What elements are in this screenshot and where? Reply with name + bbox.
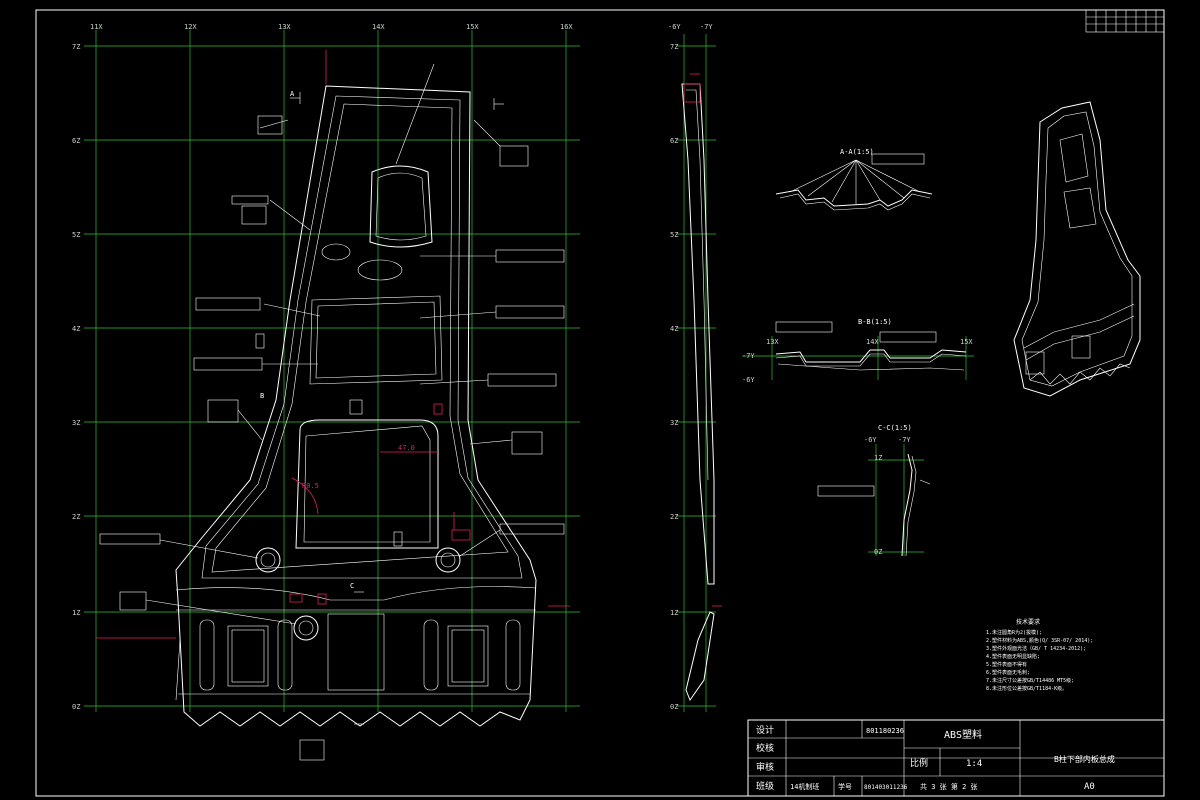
axis-label-z: 0Z	[72, 703, 80, 711]
section-b-title: B-B(1:5)	[858, 318, 892, 326]
axis-label-z: 3Z	[72, 419, 80, 427]
tech-note-line: 2.塑件材料为ABS,颜色(Q/ 3SR-07/ 2014);	[986, 637, 1093, 644]
isometric-view	[1013, 101, 1141, 397]
revision-table	[1085, 9, 1165, 33]
axis-label-z: 1Z	[670, 609, 678, 617]
axis-label-z: 4Z	[72, 325, 80, 333]
red-dimensions-view1: 47.0 R0.5	[96, 50, 570, 639]
axis-label-z: 6Z	[72, 137, 80, 145]
sec-b-13x: 13X	[766, 338, 779, 346]
axis-label-z: 2Z	[72, 513, 80, 521]
axis-label-x: 11X	[90, 23, 103, 31]
axis-label-x: 15X	[466, 23, 479, 31]
material: ABS塑料	[944, 728, 982, 741]
axis-label-z: 7Z	[72, 43, 80, 51]
sec-b-6y: -6Y	[742, 376, 755, 384]
sec-b-15x: 15X	[960, 338, 973, 346]
view2-grid	[676, 34, 716, 712]
class-value: 14机制班	[790, 782, 819, 791]
view1-z-axis-labels: 7Z 6Z 5Z 4Z 3Z 2Z 1Z 0Z	[72, 43, 80, 711]
title-block: 设计 801180236 校核 审核 班级 14机制班 学号 801403011…	[747, 719, 1165, 797]
view2-axis-top: -6Y	[668, 23, 681, 31]
tech-note-line: 4.塑件表面无明显缺陷;	[986, 653, 1040, 660]
axis-label-z: 3Z	[670, 419, 678, 427]
axis-label-z: 6Z	[670, 137, 678, 145]
section-a-title: A-A(1:5)	[840, 148, 874, 156]
tech-note-line: 8.未注形位公差按GB/T1184-K级。	[986, 685, 1067, 692]
view2-axis-top: -7Y	[700, 23, 713, 31]
review-label: 审核	[756, 761, 774, 773]
sec-c-7y: -7Y	[898, 436, 911, 444]
dimension-47: 47.0	[398, 444, 415, 452]
sec-c-1z: 1Z	[874, 454, 882, 462]
tech-note-line: 6.塑件表面无毛刺;	[986, 669, 1030, 676]
sec-c-6y: -6Y	[864, 436, 877, 444]
scale-value: 1:4	[966, 759, 982, 769]
axis-label-z: 7Z	[670, 43, 678, 51]
dimension-radius: R0.5	[302, 482, 319, 490]
tech-note-line: 5.塑件表面不得有	[986, 661, 1027, 668]
class-label: 班级	[756, 780, 774, 792]
sec-c-0z: 0Z	[874, 548, 882, 556]
view-a-label: A	[290, 90, 295, 98]
section-a-a: A-A(1:5)	[775, 148, 933, 211]
axis-label-z: 1Z	[72, 609, 80, 617]
part-name: B柱下部内板总成	[1054, 754, 1115, 764]
gdt-callouts-view1	[99, 63, 565, 761]
axis-label-z: 2Z	[670, 513, 678, 521]
technical-notes: 技术要求 1.未注圆角R为2(拔模); 2.塑件材料为ABS,颜色(Q/ 3SR…	[986, 618, 1093, 692]
sec-b-14x: 14X	[866, 338, 879, 346]
student-no-label: 学号	[838, 782, 852, 791]
axis-label-x: 13X	[278, 23, 291, 31]
axis-label-x: 16X	[560, 23, 573, 31]
view-b-label: B	[260, 392, 264, 400]
section-c-title: C-C(1:5)	[878, 424, 912, 432]
check-label: 校核	[756, 742, 774, 754]
view2-z-axis-labels: 7Z 6Z 5Z 4Z 3Z 2Z 1Z 0Z	[670, 43, 678, 711]
scale-label: 比例	[910, 757, 928, 769]
student-no: 801403011236	[864, 784, 908, 791]
axis-label-z: 5Z	[670, 231, 678, 239]
tech-note-line: 1.未注圆角R为2(拔模);	[986, 629, 1042, 636]
design-id: 801180236	[866, 727, 904, 735]
section-b-b: B-B(1:5) 13X 14X 15X -7Y -6Y	[742, 318, 974, 384]
design-label: 设计	[756, 724, 774, 736]
view1-grid	[84, 30, 580, 712]
tech-note-line: 7.未注尺寸公差按GB/T14486 MT5级;	[986, 677, 1074, 684]
axis-label-x: 12X	[184, 23, 197, 31]
view-c-label: C	[350, 582, 354, 590]
sec-b-7y: -7Y	[742, 352, 755, 360]
section-c-c: C-C(1:5) -6Y -7Y 1Z 0Z	[817, 424, 931, 557]
b-pillar-side-view	[681, 73, 722, 702]
paper-size: A0	[1084, 782, 1095, 792]
axis-label-x: 14X	[372, 23, 385, 31]
axis-label-z: 4Z	[670, 325, 678, 333]
b-pillar-front-view	[175, 85, 537, 727]
axis-label-z: 0Z	[670, 703, 678, 711]
axis-label-z: 5Z	[72, 231, 80, 239]
view1-x-axis-labels: 11X 12X 13X 14X 15X 16X	[90, 23, 573, 31]
sheet-count: 共 3 张 第 2 张	[920, 782, 978, 791]
tech-note-line: 3.塑件外观面光洁（GB/ T 14234-2012);	[986, 645, 1086, 652]
drawing-border	[35, 9, 1165, 797]
tech-notes-title: 技术要求	[1016, 618, 1040, 626]
